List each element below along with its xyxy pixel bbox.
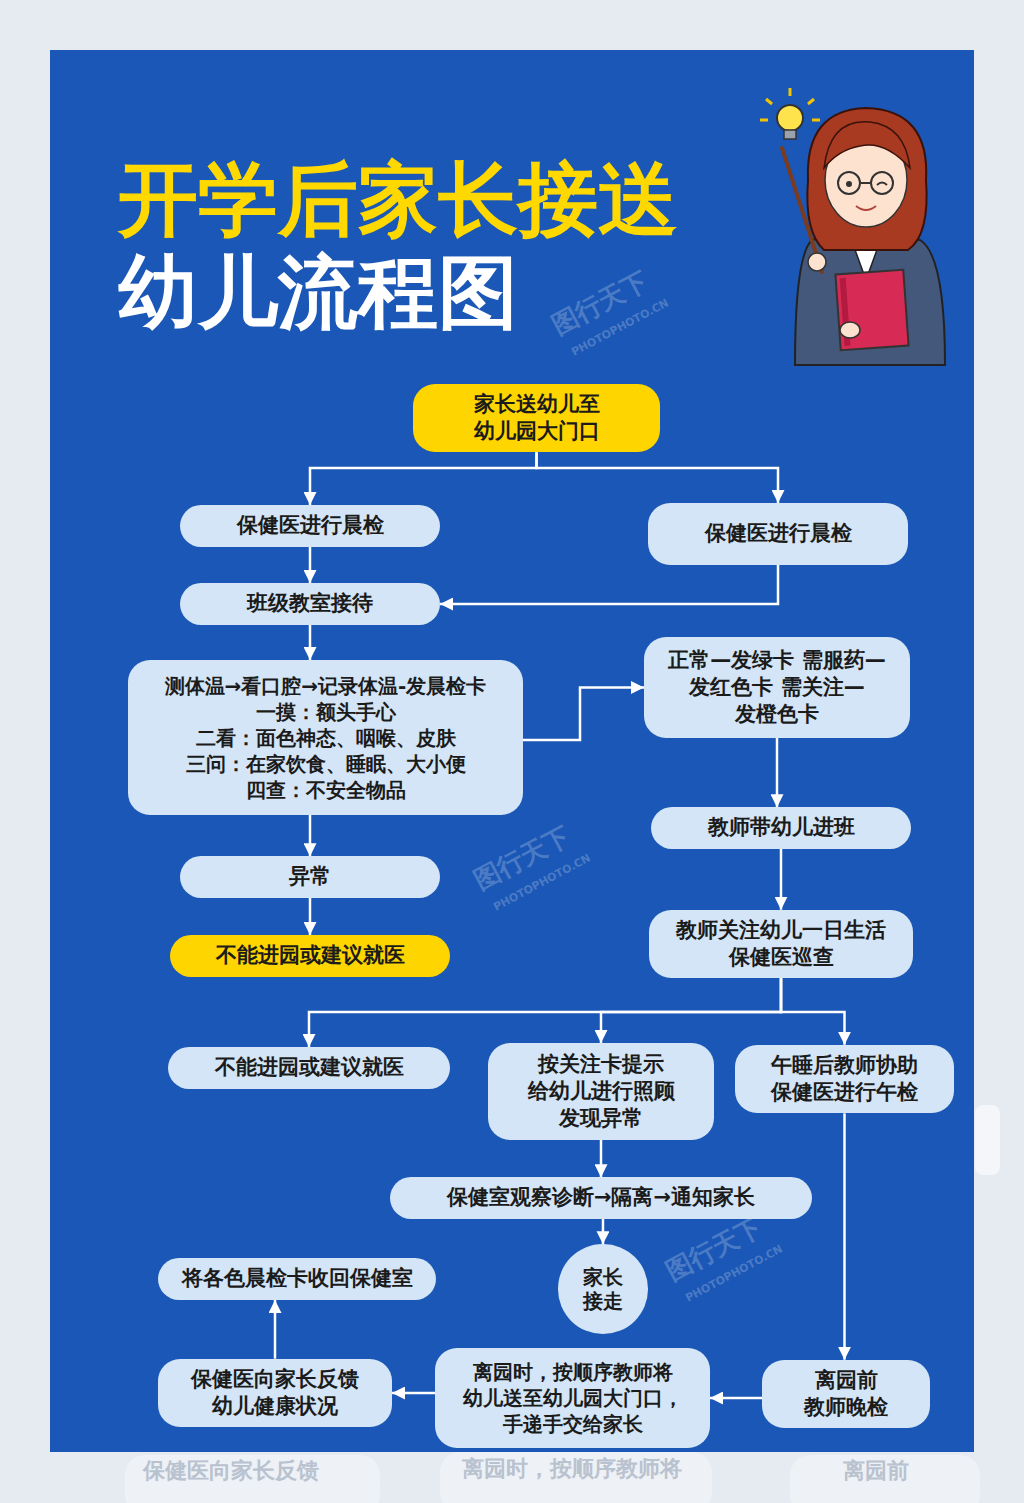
process-box: 保健医进行晨检	[180, 505, 440, 547]
process-box: 班级教室接待	[180, 583, 440, 625]
process-box: 正常—发绿卡 需服药—发红色卡 需关注—发橙色卡	[644, 637, 910, 738]
node-text: 保健室观察诊断→隔离→通知家长	[447, 1184, 755, 1211]
hand	[808, 253, 826, 271]
hand	[840, 322, 860, 338]
flow-arrow	[843, 1113, 846, 1359]
process-box: 离园时，按顺序教师将 幼儿送至幼儿园大门口， 手递手交给家长	[435, 1348, 710, 1448]
process-box: 按关注卡提示 给幼儿进行照顾 发现异常	[488, 1043, 714, 1140]
terminal-circle: 家长 接走	[558, 1244, 648, 1334]
node-text: 二看：面色神态、咽喉、皮肤	[196, 725, 456, 751]
node-text: 教师关注幼儿一日生活 保健医巡查	[663, 917, 899, 972]
node-text: 异常	[289, 863, 331, 890]
flow-arrow	[780, 849, 783, 910]
node-text: 一摸：额头手心	[256, 699, 396, 725]
mouth	[856, 206, 876, 210]
process-box: 教师关注幼儿一日生活 保健医巡查	[649, 910, 913, 979]
node-text: 教师带幼儿进班	[708, 814, 855, 841]
reflection-box	[790, 1455, 980, 1503]
reflection-text: 保健医向家长反馈	[143, 1460, 319, 1482]
title: 开学后家长接送	[118, 160, 678, 240]
bulb-ray	[766, 99, 772, 104]
reflection-text: 离园时，按顺序教师将	[462, 1458, 682, 1480]
node-text: 四查：不安全物品	[246, 777, 406, 803]
bulb-ray	[789, 88, 792, 96]
bulb-base	[784, 130, 796, 139]
bulb-ray	[760, 119, 768, 122]
highlight-box: 不能进园或建议就医	[170, 935, 450, 977]
process-box: 将各色晨检卡收回保健室	[158, 1258, 436, 1300]
node-text: 午睡后教师协助 保健医进行午检	[749, 1052, 940, 1107]
highlight-box: 家长送幼儿至 幼儿园大门口	[413, 384, 660, 453]
jacket	[795, 233, 945, 366]
process-box: 保健室观察诊断→隔离→通知家长	[390, 1177, 812, 1218]
node-text: 保健医向家长反馈 幼儿健康状况	[172, 1366, 378, 1421]
flow-arrow	[781, 978, 845, 1044]
flow-arrow	[392, 1392, 435, 1395]
eye	[846, 181, 852, 187]
node-text: 不能进园或建议就医	[215, 1054, 404, 1081]
glasses	[871, 172, 893, 194]
flow-arrow	[310, 452, 537, 505]
flow-arrow	[602, 1219, 605, 1245]
red-book	[835, 270, 908, 351]
flow-arrow	[309, 815, 312, 856]
node-text: 测体温→看口腔→记录体温-发晨检卡	[165, 673, 487, 699]
process-box: 不能进园或建议就医	[168, 1047, 450, 1089]
node-text: 离园时，按顺序教师将 幼儿送至幼儿园大门口， 手递手交给家长	[453, 1359, 693, 1437]
node-text: 离园前 教师晚检	[791, 1367, 901, 1422]
reflection-box	[440, 1452, 712, 1503]
bulb-glass	[777, 105, 803, 131]
node-text: 保健医进行晨检	[705, 520, 852, 547]
flow-arrow	[309, 547, 312, 583]
flow-arrow	[601, 978, 781, 1043]
flow-arrow	[776, 738, 779, 807]
node-text: 保健医进行晨检	[237, 512, 384, 539]
flow-arrow	[309, 898, 312, 935]
glasses-bridge	[860, 182, 871, 184]
process-box: 保健医向家长反馈 幼儿健康状况	[158, 1359, 392, 1428]
flow-arrow	[600, 1140, 603, 1177]
bulb-ray	[812, 119, 820, 122]
node-text: 正常—发绿卡 需服药—发红色卡 需关注—发橙色卡	[658, 647, 896, 729]
node-text: 家长 接走	[570, 1265, 636, 1313]
node-text: 不能进园或建议就医	[216, 942, 405, 969]
flow-arrow	[537, 452, 779, 503]
reflection-text: 离园前	[843, 1460, 909, 1482]
hair	[807, 108, 926, 250]
node-text: 家长送幼儿至 幼儿园大门口	[427, 391, 646, 446]
lightbulb	[760, 88, 820, 139]
flow-arrow	[309, 625, 312, 660]
bulb-ray	[808, 99, 814, 104]
node-text: 将各色晨检卡收回保健室	[182, 1265, 413, 1292]
bangs	[824, 122, 910, 168]
wink	[877, 183, 887, 186]
process-box: 离园前 教师晚检	[762, 1360, 930, 1429]
side-tab	[975, 1105, 1000, 1175]
reflection-box	[125, 1455, 380, 1503]
title-line: 幼儿流程图	[118, 253, 518, 333]
flow-arrow	[274, 1300, 277, 1359]
process-box: 教师带幼儿进班	[651, 807, 911, 848]
node-text: 按关注卡提示 给幼儿进行照顾 发现异常	[502, 1051, 700, 1133]
flow-arrow	[710, 1397, 762, 1400]
flow-arrow	[309, 978, 781, 1047]
process-box: 测体温→看口腔→记录体温-发晨检卡一摸：额头手心二看：面色神态、咽喉、皮肤三问：…	[128, 660, 523, 815]
glasses	[838, 172, 860, 194]
flow-arrow	[523, 688, 644, 741]
process-box: 保健医进行晨检	[648, 503, 908, 565]
blue-panel	[50, 50, 974, 1452]
process-box: 午睡后教师协助 保健医进行午检	[735, 1045, 954, 1114]
process-box: 异常	[180, 856, 440, 897]
teacher-illustration	[760, 88, 945, 365]
node-text: 班级教室接待	[247, 590, 373, 617]
flow-arrow	[440, 565, 778, 604]
node-text: 三问：在家饮食、睡眠、大小便	[186, 751, 466, 777]
